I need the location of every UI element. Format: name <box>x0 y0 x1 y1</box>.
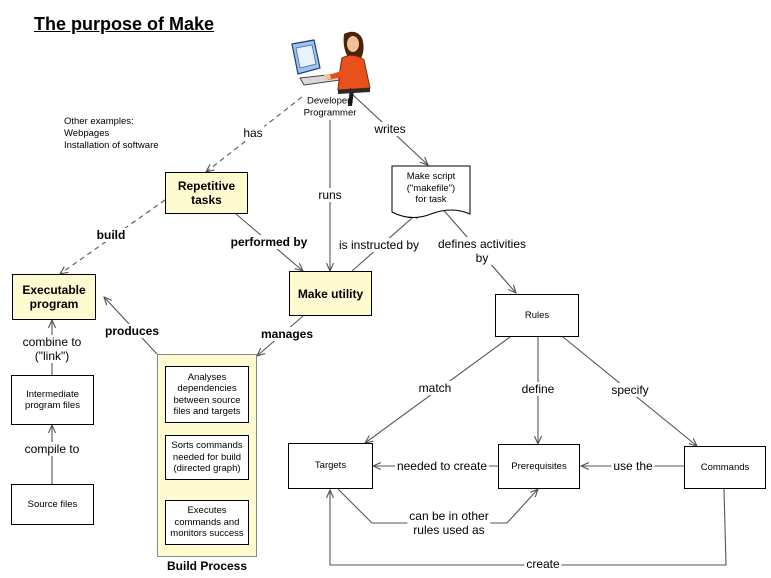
label-produces: produces <box>102 324 162 338</box>
developer-at-computer-icon <box>291 31 371 106</box>
label-compile-to: compile to <box>22 442 82 456</box>
label-define: define <box>519 382 557 396</box>
other-examples-heading: Other examples: <box>64 116 134 127</box>
build-process-title: Build Process <box>166 559 248 573</box>
node-make-script: Make script("makefile")for task <box>406 171 456 205</box>
label-can-be-in-other-rules: can be in other rules used as <box>407 509 491 537</box>
label-manages: manages <box>258 327 316 341</box>
other-example-item: Installation of software <box>64 140 159 151</box>
make-script-document-shape <box>391 165 471 218</box>
node-prerequisites: Prerequisites <box>498 444 580 489</box>
label-create: create <box>524 557 562 571</box>
node-targets: Targets <box>288 443 373 489</box>
label-needed-to-create: needed to create <box>394 459 490 473</box>
page-title: The purpose of Make <box>34 14 215 34</box>
label-use-the: use the <box>611 459 655 473</box>
label-combine-to: combine to ("link") <box>20 335 84 363</box>
node-commands: Commands <box>684 446 766 489</box>
label-match: match <box>416 381 454 395</box>
edge-has <box>206 96 303 172</box>
node-make-utility: Make utility <box>289 271 372 316</box>
label-has: has <box>241 126 265 140</box>
node-rules: Rules <box>495 294 579 337</box>
node-source-files: Source files <box>11 484 94 525</box>
build-step-sorts-commands: Sorts commands needed for build (directe… <box>165 435 249 480</box>
label-writes: writes <box>372 122 408 136</box>
label-specify: specify <box>609 383 651 397</box>
label-build: build <box>94 228 128 242</box>
label-defines-activities-by: defines activities by <box>435 237 529 265</box>
label-is-instructed-by: is instructed by <box>336 238 422 252</box>
developer-label: Developer/ Programmer <box>303 95 357 119</box>
label-runs: runs <box>316 188 344 202</box>
label-performed-by: performed by <box>228 235 310 249</box>
other-example-item: Webpages <box>64 128 110 139</box>
build-step-analyses-dependencies: Analyses dependencies between source fil… <box>165 366 249 423</box>
build-step-executes-commands: Executes commands and monitors success <box>165 500 249 545</box>
other-examples-note: Other examples: Webpages Installation of… <box>64 116 159 152</box>
